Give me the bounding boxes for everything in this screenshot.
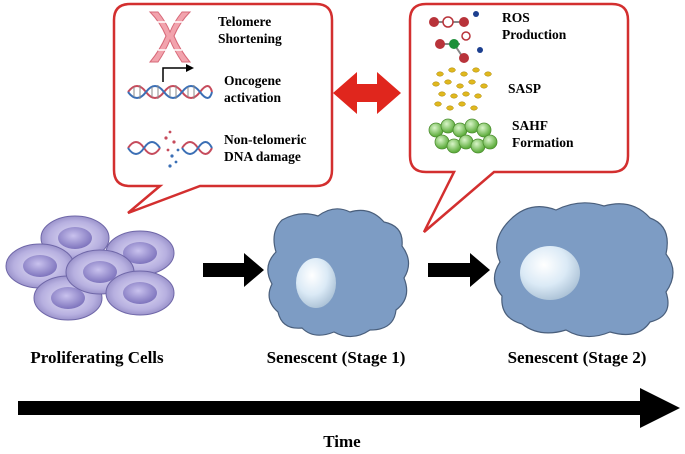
svg-text:Non-telomeric DNA damage: Non-telomeric DNA damage bbox=[224, 132, 310, 164]
dna-helix-arrow-icon bbox=[127, 64, 213, 99]
item-oncogene-line2: activation bbox=[224, 90, 281, 105]
secreted-particles-icon bbox=[432, 67, 492, 111]
item-dna-damage-line1: Non-telomeric bbox=[224, 132, 306, 147]
label-time: Time bbox=[323, 432, 361, 451]
item-sahf-line2: Formation bbox=[512, 135, 574, 150]
callout-right: ROS Production SASP SAHF Formatio bbox=[408, 2, 630, 233]
svg-text:ROS Production: ROS Production bbox=[502, 10, 567, 42]
item-sasp-label: SASP bbox=[508, 81, 541, 96]
arrow-to-stage2 bbox=[428, 253, 490, 287]
item-oncogene-line1: Oncogene bbox=[224, 73, 281, 88]
proliferating-cells-cluster bbox=[5, 215, 175, 321]
broken-dna-icon bbox=[127, 130, 213, 168]
item-telomere-line2: Shortening bbox=[218, 31, 282, 46]
senescent-cell-stage2 bbox=[493, 202, 674, 338]
label-stage1: Senescent (Stage 1) bbox=[267, 348, 406, 367]
time-arrow bbox=[18, 388, 680, 428]
svg-text:SAHF Formation: SAHF Formation bbox=[512, 118, 574, 150]
heterochromatin-foci-icon bbox=[428, 118, 498, 154]
item-sahf-line1: SAHF bbox=[512, 118, 548, 133]
item-ros-line1: ROS bbox=[502, 10, 530, 25]
senescent-cell-stage1 bbox=[267, 208, 410, 338]
proliferating-cell bbox=[5, 243, 75, 289]
item-dna-damage-line2: DNA damage bbox=[224, 149, 301, 164]
svg-text:Oncogene activation: Oncogene activation bbox=[224, 73, 284, 105]
svg-text:Telomere Shortening: Telomere Shortening bbox=[218, 14, 282, 46]
callout-left-bubble bbox=[112, 2, 334, 215]
nucleus bbox=[296, 258, 336, 308]
nucleus bbox=[520, 246, 580, 300]
callout-left: Telomere Shortening Oncogene activation bbox=[112, 2, 334, 215]
item-ros-line2: Production bbox=[502, 27, 567, 42]
label-stage2: Senescent (Stage 2) bbox=[508, 348, 647, 367]
svg-text:SASP: SASP bbox=[508, 81, 541, 96]
ros-molecules-icon bbox=[429, 11, 483, 63]
label-proliferating: Proliferating Cells bbox=[30, 348, 164, 367]
arrow-to-stage1 bbox=[203, 253, 264, 287]
proliferating-cell bbox=[105, 270, 175, 316]
double-arrow-icon bbox=[333, 72, 401, 114]
item-telomere-line1: Telomere bbox=[218, 14, 271, 29]
chromosome-icon bbox=[148, 11, 192, 63]
